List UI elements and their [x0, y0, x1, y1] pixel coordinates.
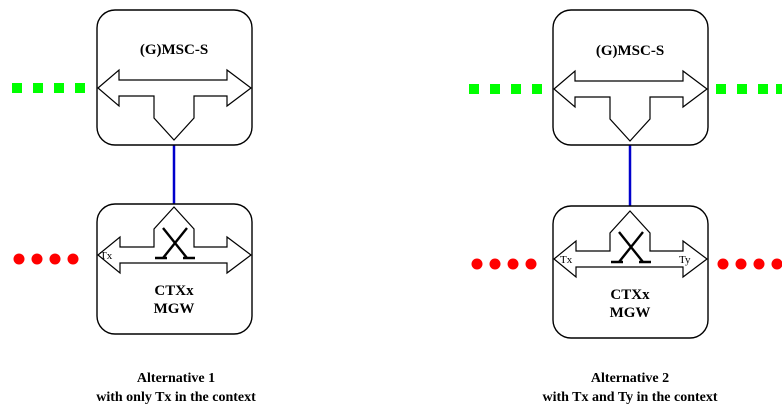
signalling-dots-left — [469, 84, 542, 94]
caption-title: Alternative 2 — [591, 371, 669, 386]
switch-cross-icon — [611, 231, 651, 264]
msc-server-label: (G)MSC-S — [140, 42, 208, 58]
switch-cross-icon — [155, 227, 195, 260]
signalling-arrow-icon — [97, 68, 252, 141]
media-gateway-node: Tx Ty CTXx MGW — [552, 205, 709, 339]
mgw-label: MGW — [154, 301, 195, 317]
msc-server-node: (G)MSC-S — [552, 9, 709, 146]
media-gateway-box — [552, 205, 709, 339]
bearer-dots-left — [13, 253, 79, 265]
bearer-arrow-icon — [97, 206, 252, 275]
msc-server-box — [96, 9, 253, 146]
mgw-label: MGW — [610, 305, 651, 321]
mgw-context-label: CTXx — [610, 287, 650, 303]
msc-server-node: (G)MSC-S — [96, 9, 253, 146]
caption-title: Alternative 1 — [137, 371, 215, 386]
terminal-x-label: Tx — [560, 254, 573, 266]
caption-subtitle: with only Tx in the context — [96, 390, 256, 405]
signalling-dots-left — [12, 83, 85, 93]
media-gateway-box — [96, 203, 253, 335]
terminal-x-label: Tx — [100, 250, 113, 262]
signalling-arrow-icon — [553, 69, 708, 142]
bearer-dots-left — [471, 258, 537, 270]
alternative-1: (G)MSC-S Tx CTXx MGW Alternative 1 with … — [12, 9, 256, 405]
msc-server-label: (G)MSC-S — [596, 43, 664, 59]
msc-server-box — [552, 9, 709, 146]
signalling-dots-right — [716, 84, 782, 94]
caption-subtitle: with Tx and Ty in the context — [542, 390, 717, 405]
bearer-dots-right — [717, 258, 782, 270]
terminal-y-label: Ty — [679, 254, 691, 266]
bearer-arrow-icon — [553, 210, 708, 279]
alternative-2: (G)MSC-S Tx Ty CTXx MGW Alternative 2 wi… — [469, 9, 782, 405]
mgw-context-label: CTXx — [154, 283, 194, 299]
media-gateway-node: Tx CTXx MGW — [96, 203, 253, 335]
